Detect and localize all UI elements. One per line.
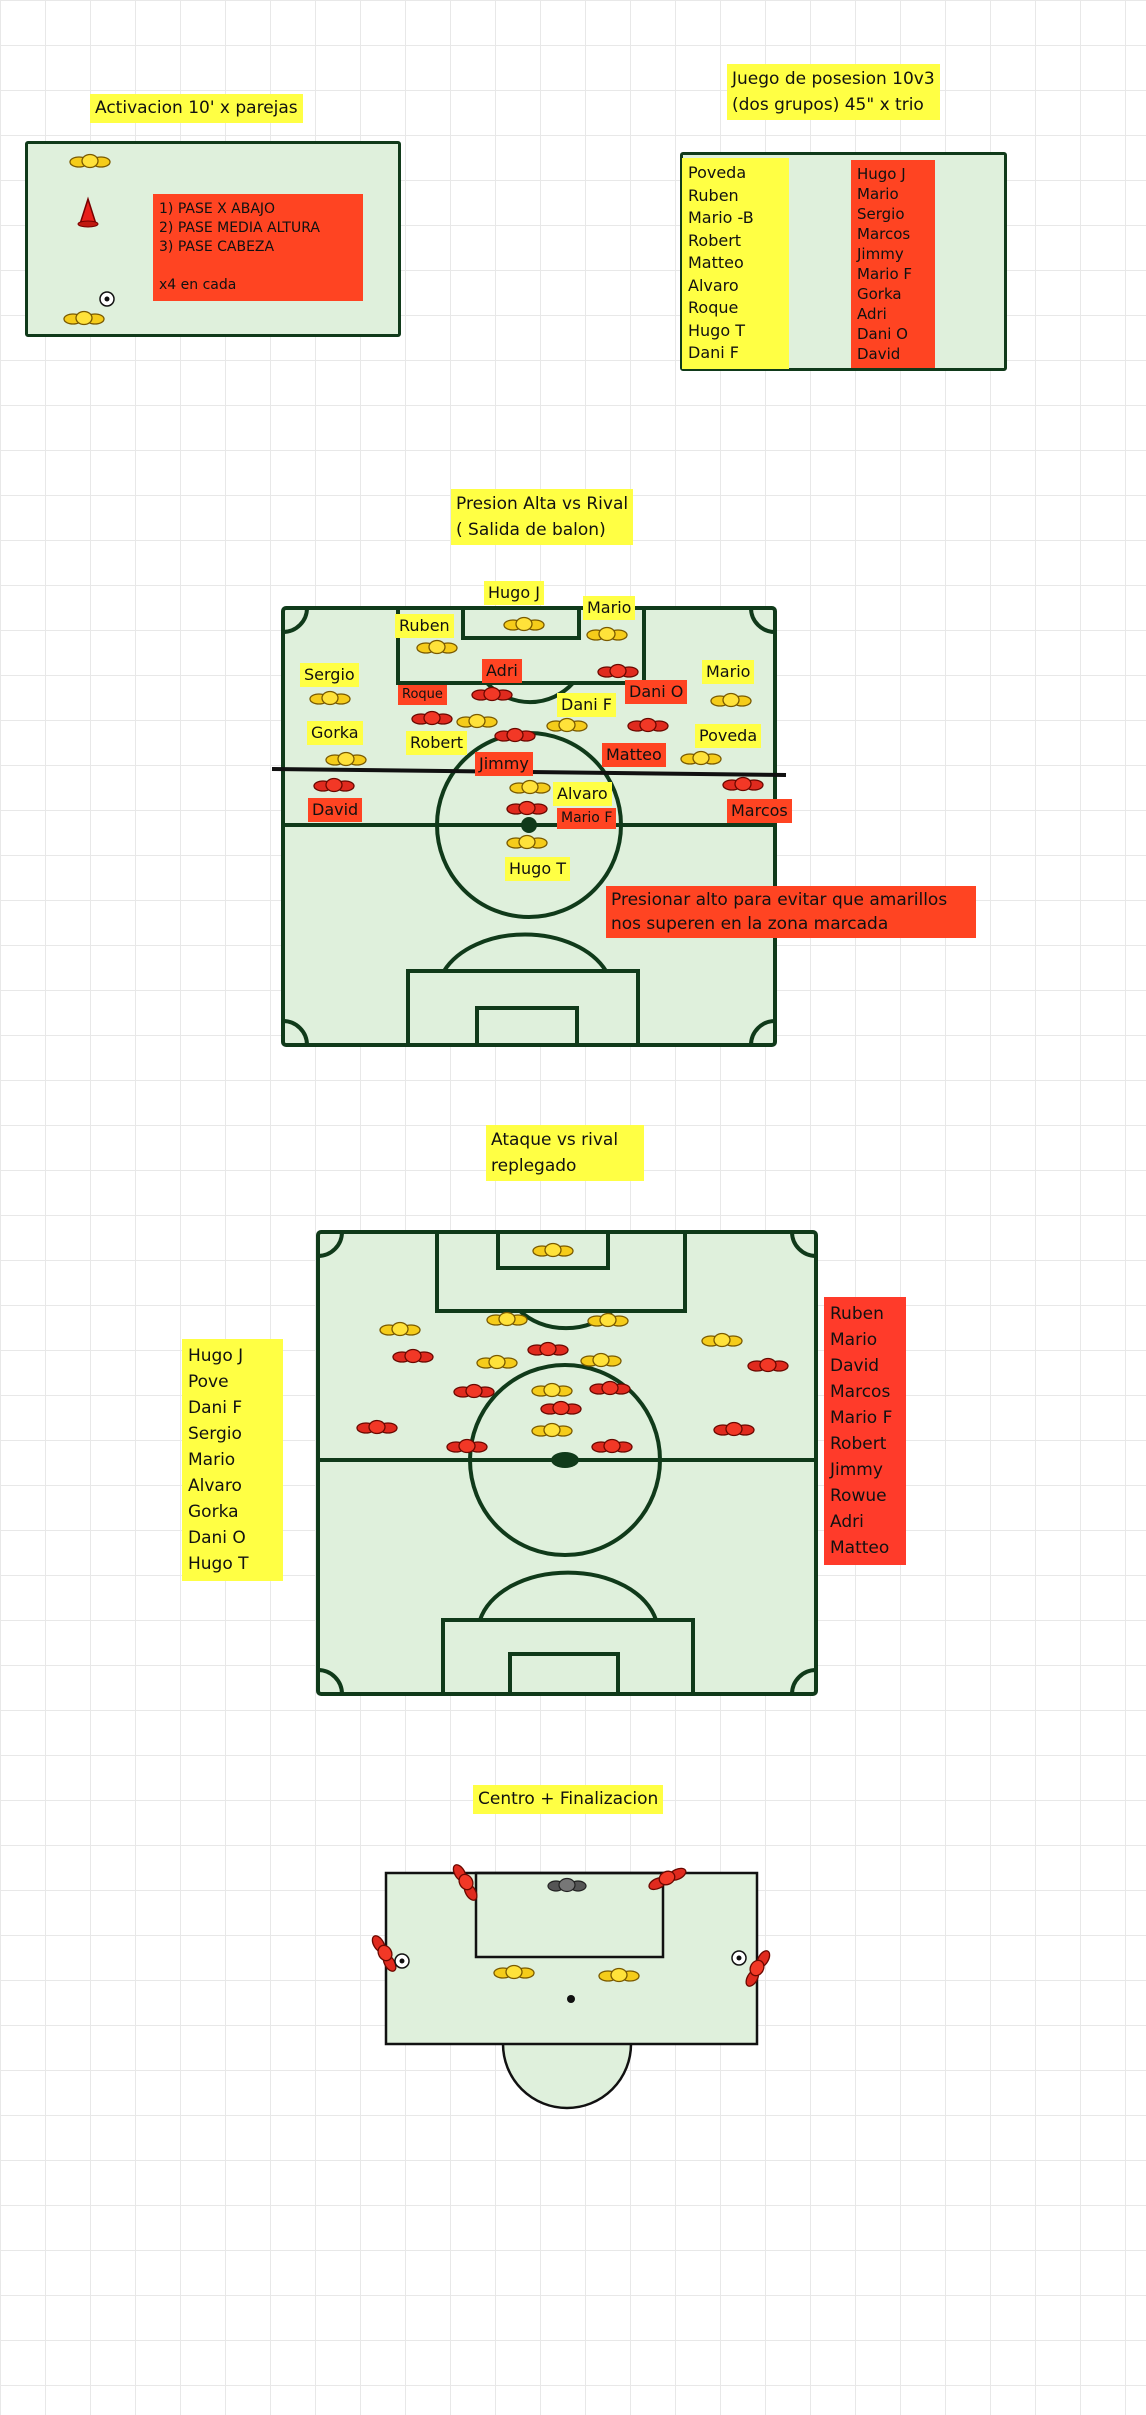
list-item: Mario F [857,265,913,283]
list-item: Ruben [688,185,739,205]
list-item: Mario [188,1450,236,1470]
list-item: Pove [188,1372,229,1392]
list-item: Roque [688,298,739,317]
player-label: Mario F [557,808,617,829]
list-item: Dani F [188,1398,243,1418]
list-item: Sergio [188,1424,242,1444]
center-spot [551,1452,579,1468]
list-item: Marcos [857,225,911,243]
list-item: Adri [857,305,887,323]
press-title-line1: Presion Alta vs Rival [456,494,629,514]
cone-icon [77,196,99,228]
attack-title-line2: replegado [491,1156,577,1176]
possession-title: Juego de posesion 10v3 (dos grupos) 45" … [727,64,940,120]
list-item: Sergio [857,205,905,223]
list-item: Mario [857,185,899,203]
activation-instructions: 1) PASE X ABAJO 2) PASE MEDIA ALTURA 3) … [153,194,363,301]
center-spot [521,817,537,833]
player-label: Matteo [602,743,666,767]
instruction-3: 3) PASE CABEZA [159,239,275,255]
list-item: Hugo T [688,320,745,340]
list-item: Mario F [830,1408,893,1428]
list-item: Matteo [830,1538,890,1558]
list-item: David [830,1356,880,1376]
press-note-line2: nos superen en la zona marcada [611,914,889,934]
attack-yellow-list: Hugo J Pove Dani F Sergio Mario Alvaro G… [182,1339,283,1581]
list-item: Hugo J [188,1346,244,1366]
attack-title-line1: Ataque vs rival [491,1130,619,1150]
list-item: Ruben [830,1304,884,1324]
player-label: Adri [482,659,522,683]
list-item: Gorka [188,1502,239,1522]
player-label: Ruben [395,614,454,638]
instruction-5: x4 en cada [159,277,237,293]
list-item: Adri [830,1512,864,1532]
list-item: Poveda [688,163,747,182]
list-item: David [857,345,901,363]
list-item: Marcos [830,1382,891,1402]
ball-icon [394,1953,410,1969]
goalkeeper-icon [547,1877,587,1893]
player-label: Sergio [300,663,359,687]
possession-red-list: Hugo J Mario Sergio Marcos Jimmy Mario F… [851,160,935,368]
ball-icon [731,1950,747,1966]
player-label: Gorka [307,721,363,745]
player-label: Poveda [695,724,762,748]
player-yellow-icon [63,310,105,326]
player-label: Hugo T [505,857,570,881]
player-label: Dani F [557,693,616,717]
press-title-line2: ( Salida de balon) [456,520,606,540]
instruction-2: 2) PASE MEDIA ALTURA [159,220,320,236]
player-label: Dani O [625,680,688,704]
list-item: Matteo [688,253,744,272]
list-item: Hugo J [857,165,906,183]
list-item: Dani O [857,325,908,343]
possession-title-line2: (dos grupos) 45" x trio [732,95,924,115]
player-label: Marcos [727,799,792,823]
attack-red-list: Ruben Mario David Marcos Mario F Robert … [824,1297,906,1565]
ball-icon [99,291,115,307]
player-label: Mario [702,660,755,684]
press-note: Presionar alto para evitar que amarillos… [606,886,976,938]
list-item: Dani O [188,1528,246,1548]
player-label: Mario [583,596,636,620]
list-item: Rowue [830,1486,887,1506]
player-label: Jimmy [475,752,533,776]
possession-title-line1: Juego de posesion 10v3 [732,69,935,89]
cross-title: Centro + Finalizacion [473,1785,664,1814]
list-item: Hugo T [188,1554,249,1574]
player-label: David [308,798,363,822]
list-item: Mario [830,1330,878,1350]
cross-pitch [384,1871,759,2110]
press-note-line1: Presionar alto para evitar que amarillos [611,890,948,910]
player-label: Robert [406,731,468,755]
player-label: Hugo J [484,581,544,605]
list-item: Mario -B [688,208,754,227]
list-item: Gorka [857,285,902,303]
player-label: Alvaro [553,782,612,806]
list-item: Alvaro [688,275,739,295]
player-label: Roque [398,685,447,705]
press-title: Presion Alta vs Rival ( Salida de balon) [451,489,634,545]
list-item: Jimmy [830,1460,883,1480]
list-item: Dani F [688,343,739,362]
instruction-1: 1) PASE X ABAJO [159,201,276,217]
list-item: Jimmy [857,245,904,263]
player-yellow-icon [69,153,111,169]
penalty-spot [567,1995,575,2003]
list-item: Robert [830,1434,887,1454]
list-item: Robert [688,230,742,250]
list-item: Alvaro [188,1476,242,1496]
activation-title: Activacion 10' x parejas [90,94,303,123]
possession-yellow-list: Poveda Ruben Mario -B Robert Matteo Alva… [682,158,789,369]
attack-title: Ataque vs rival replegado [486,1125,644,1181]
